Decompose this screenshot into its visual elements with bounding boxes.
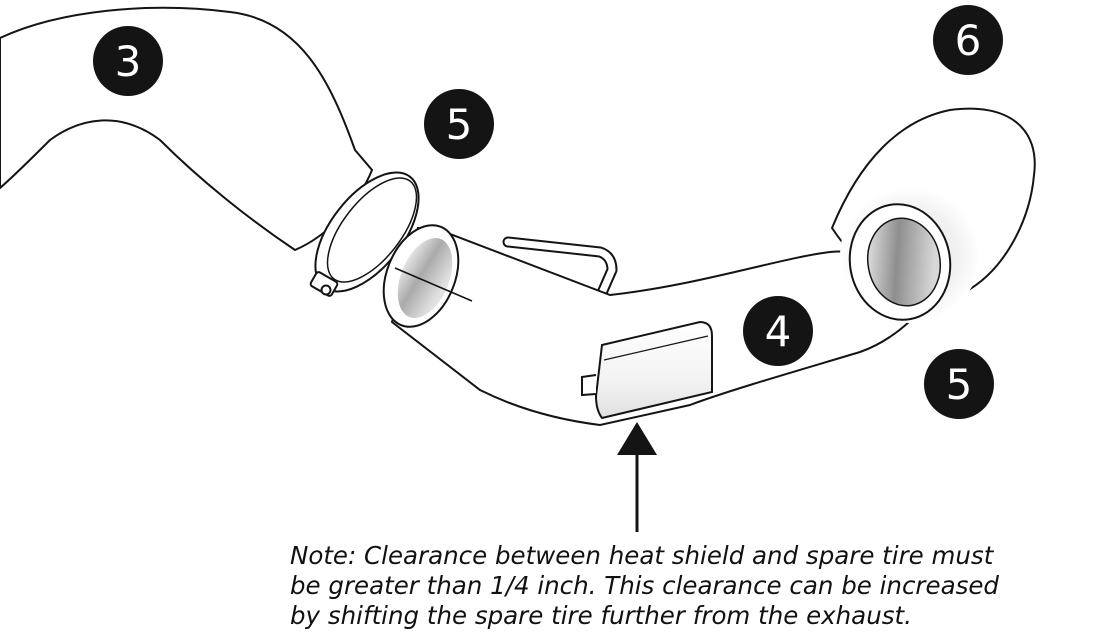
pipe-section-3-body [0, 6, 374, 252]
callout-5-tip-clamp-label: 5 [946, 360, 973, 409]
hanger-rod [502, 236, 618, 308]
pipe-slit-mark [394, 267, 473, 302]
callout-6-label: 6 [955, 16, 982, 65]
heat-shield [581, 320, 713, 420]
clamp-band-inner [326, 177, 418, 283]
callout-5-clamp: 5 [424, 89, 494, 159]
pipe-section-3 [0, 6, 374, 252]
callout-5-tip-clamp: 5 [924, 349, 994, 419]
pipe-section-4-body [390, 226, 932, 427]
clearance-note-line-2: be greater than 1/4 inch. This clearance… [290, 571, 999, 600]
arrow-head [617, 422, 657, 455]
callout-4-label: 4 [765, 307, 792, 356]
heat-shield-plate [594, 320, 713, 420]
clearance-note-line-3: by shifting the spare tire further from … [290, 601, 912, 630]
pipe-section-4 [382, 224, 932, 427]
callout-5-clamp-label: 5 [446, 100, 473, 149]
pipe-section-4-inner-shadow [397, 238, 453, 318]
clamp-ring [309, 171, 420, 297]
callout-4: 4 [743, 296, 813, 366]
exhaust-tip-inner-pipe [866, 217, 942, 307]
clearance-note: Note: Clearance between heat shield and … [290, 541, 1090, 631]
exhaust-tip [830, 107, 1036, 323]
callout-6: 6 [933, 5, 1003, 75]
clearance-note-line-1: Note: Clearance between heat shield and … [290, 541, 994, 570]
clearance-arrow [617, 422, 657, 532]
callout-3: 3 [93, 26, 163, 96]
clamp-bolt-head [320, 284, 332, 296]
callout-3-label: 3 [115, 37, 142, 86]
heat-shield-tab [581, 374, 597, 397]
